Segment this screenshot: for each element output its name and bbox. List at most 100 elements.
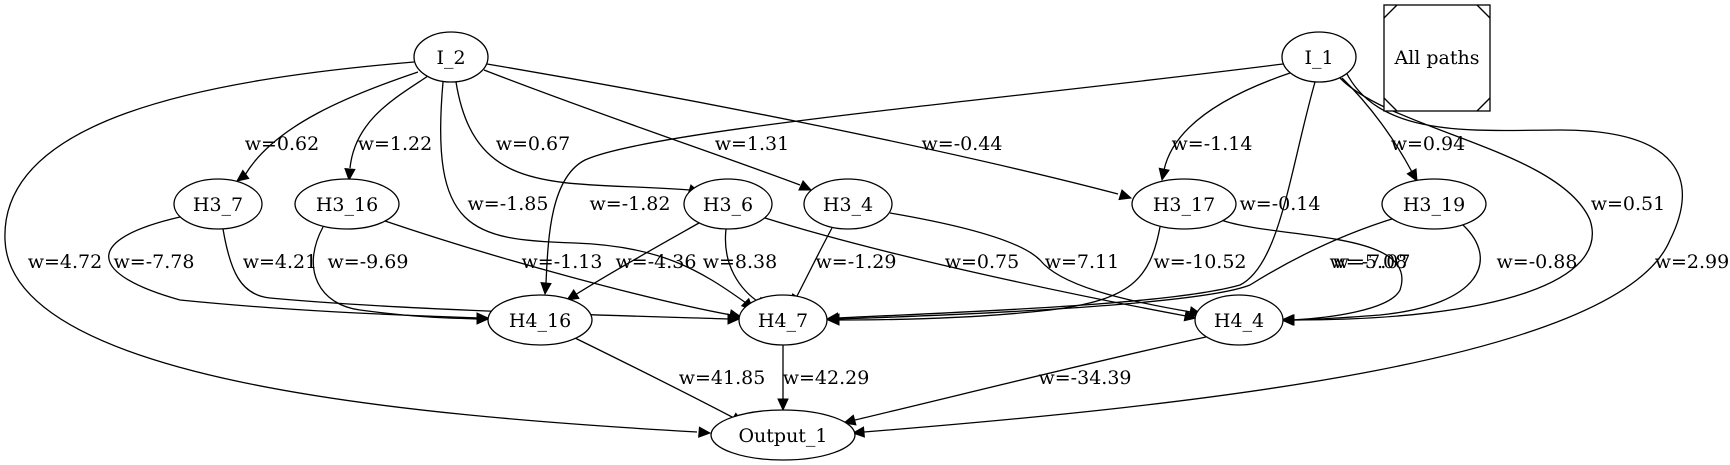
arrowhead-icon — [236, 169, 250, 182]
edge-weight-label: w=-7.07 — [1330, 251, 1411, 273]
edge-i-2-to-h3-6: w=0.67 — [455, 81, 702, 196]
arrowhead-icon — [798, 179, 813, 191]
edge-weight-label: w=5.08 — [1333, 251, 1408, 273]
edge-i-1-to-h4-16: w=-1.82 — [540, 63, 1284, 296]
node-h3-6: H3_6 — [683, 178, 773, 230]
node-i-2: I_2 — [413, 31, 489, 83]
node-label: H3_7 — [193, 194, 243, 216]
edge-weight-label: w=42.29 — [783, 367, 870, 389]
edge-line — [889, 212, 1192, 313]
edge-line — [1220, 219, 1403, 321]
arrowhead-icon — [851, 426, 865, 438]
edge-i-2-to-h3-4: w=1.31 — [483, 69, 813, 191]
node-ellipse — [710, 409, 856, 461]
edge-weight-label: w=-0.88 — [1497, 251, 1578, 273]
arrowhead-icon — [777, 398, 789, 412]
node-h3-17: H3_17 — [1131, 178, 1237, 230]
node-ellipse — [1381, 178, 1487, 230]
edge-h3-16-to-h4-7: w=-1.13 — [384, 220, 743, 321]
node-label: H3_17 — [1153, 194, 1215, 216]
edge-line — [349, 75, 429, 169]
edge-weight-label: w=-1.14 — [1172, 133, 1253, 155]
node-h4-16: H4_16 — [487, 294, 593, 346]
edge-h3-6-to-h4-7: w=8.38 — [703, 228, 777, 309]
edge-weight-label: w=-10.52 — [1154, 251, 1247, 273]
node-ellipse — [683, 178, 773, 230]
edge-weight-label: w=0.67 — [496, 133, 571, 155]
node-ellipse — [1131, 178, 1237, 230]
edge-weight-label: w=0.94 — [1391, 133, 1466, 155]
edge-h3-16-to-h4-16: w=-9.69 — [312, 226, 490, 325]
edge-h3-6-to-h4-16: w=-4.36 — [565, 222, 700, 301]
arrowhead-icon — [1280, 314, 1294, 326]
edge-h3-4-to-h4-4: w=7.11 — [889, 212, 1203, 318]
arrowhead-icon — [842, 414, 857, 426]
node-label: H3_19 — [1403, 194, 1465, 216]
edge-line — [244, 71, 419, 176]
edge-i-1-to-output-1: w=2.99 — [851, 71, 1729, 438]
edge-line — [1291, 224, 1481, 321]
arrowhead-icon — [565, 289, 580, 301]
edge-weight-label: w=0.51 — [1591, 193, 1666, 215]
edge-line — [574, 337, 735, 419]
edge-line — [837, 226, 1161, 321]
edge-line — [764, 217, 1187, 317]
edge-weight-label: w=-34.39 — [1039, 367, 1132, 389]
edge-line — [1163, 72, 1291, 171]
edge-weight-label: w=-9.69 — [328, 251, 409, 273]
edge-h4-7-to-output-1: w=42.29 — [777, 345, 870, 412]
node-ellipse — [1281, 31, 1357, 83]
node-h3-16: H3_16 — [294, 178, 400, 230]
edge-line — [312, 226, 479, 320]
arrowhead-icon — [1406, 168, 1418, 183]
edge-h4-16-to-output-1: w=41.85 — [574, 337, 766, 424]
edge-weight-label: w=-1.13 — [522, 251, 603, 273]
edge-line — [439, 81, 747, 304]
node-label: H4_4 — [1214, 310, 1264, 332]
node-label: H4_7 — [758, 310, 808, 332]
node-label: I_2 — [436, 47, 465, 69]
node-label: H3_16 — [316, 194, 378, 216]
node-label: H4_16 — [509, 310, 571, 332]
node-h4-7: H4_7 — [738, 294, 828, 346]
arrowhead-icon — [698, 426, 712, 438]
edge-weight-label: w=41.85 — [679, 367, 766, 389]
arrowhead-icon — [1118, 189, 1133, 201]
edge-weight-label: w=7.11 — [1045, 251, 1120, 273]
edge-weight-label: w=0.62 — [245, 133, 320, 155]
node-ellipse — [294, 178, 400, 230]
legend-label: All paths — [1393, 47, 1479, 69]
arrowhead-icon — [1158, 167, 1170, 182]
node-label: I_1 — [1304, 47, 1333, 69]
edge-line — [545, 63, 1284, 284]
node-ellipse — [487, 294, 593, 346]
edge-weight-label: w=-7.78 — [114, 251, 195, 273]
edge-line — [483, 69, 801, 186]
edge-i-2-to-h3-16: w=1.22 — [344, 75, 432, 182]
edge-line — [854, 336, 1207, 421]
edge-weight-label: w=-1.29 — [816, 251, 897, 273]
arrowhead-icon — [540, 282, 552, 296]
edge-weight-label: w=0.75 — [945, 251, 1020, 273]
edge-h3-4-to-h4-7: w=-1.29 — [790, 227, 897, 308]
node-ellipse — [173, 178, 263, 230]
node-label: H3_6 — [703, 194, 753, 216]
node-ellipse — [1194, 294, 1284, 346]
edge-weight-label: w=-0.44 — [922, 133, 1003, 155]
edge-i-2-to-h4-7: w=-1.85 — [439, 81, 754, 311]
edge-weight-label: w=-1.85 — [468, 193, 549, 215]
edge-line — [724, 228, 761, 304]
node-i-1: I_1 — [1281, 31, 1357, 83]
edge-line — [837, 217, 1396, 320]
edge-h3-19-to-h4-7: w=-7.07 — [826, 217, 1411, 325]
edge-weight-label: w=4.21 — [243, 251, 318, 273]
node-h3-4: H3_4 — [803, 178, 893, 230]
edge-i-2-to-output-1: w=4.72 — [4, 61, 712, 438]
edge-line — [4, 61, 698, 433]
arrowhead-icon — [476, 313, 490, 325]
edge-weight-label: w=-4.36 — [616, 251, 697, 273]
edge-line — [384, 220, 732, 316]
